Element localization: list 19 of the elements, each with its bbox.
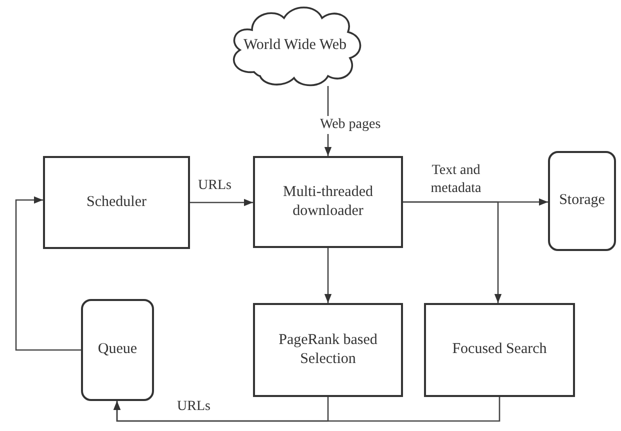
node-label: Queue — [98, 340, 138, 360]
process-box — [253, 303, 403, 397]
arrow — [403, 201, 502, 303]
arrow — [15, 196, 81, 351]
node-label: Scheduler — [86, 192, 146, 212]
arrow — [324, 248, 332, 303]
node-label: PageRank based Selection — [278, 330, 378, 369]
node-label: Focused Search — [452, 340, 547, 360]
node-label: Multi-threaded downloader — [282, 182, 374, 221]
queue-box — [81, 299, 154, 401]
storage-box — [548, 151, 616, 251]
edge-label: Web pages — [318, 116, 383, 134]
node-label: Storage — [559, 191, 605, 210]
node-label: World Wide Web — [243, 36, 347, 56]
process-box — [43, 156, 190, 249]
arrow — [113, 397, 500, 422]
process-box — [253, 156, 403, 248]
process-box — [424, 303, 575, 397]
arrow — [190, 198, 253, 206]
